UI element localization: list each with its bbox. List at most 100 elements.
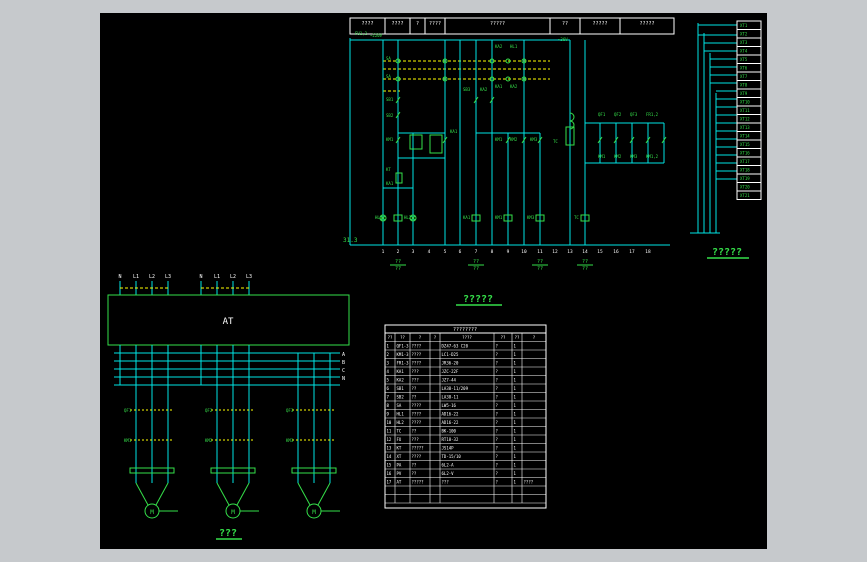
terminal-cell: XT16 [740, 151, 750, 156]
bus-label: L2 [230, 274, 236, 280]
bus-label: L2 [149, 274, 155, 280]
fr-relay [129, 467, 175, 474]
busbar-label: A [342, 352, 345, 358]
control-column-number: 2 [397, 249, 400, 255]
bom-cell: HL2 [397, 420, 405, 425]
bom-cell: ? [496, 395, 499, 400]
bom-cell: JZC-22F [442, 369, 459, 374]
bom-cell: 1 [514, 480, 517, 485]
svg-text:FU1,2: FU1,2 [355, 31, 368, 36]
svg-text:KM1,2: KM1,2 [646, 154, 659, 159]
bom-cell: 1 [514, 463, 517, 468]
at-box [107, 294, 350, 346]
svg-text:SB1: SB1 [386, 97, 394, 102]
svg-text:KM3: KM3 [527, 215, 535, 220]
terminal-cell: XT15 [740, 142, 750, 147]
drawing-sheet: ?????????????????????????????? 31.3 [100, 13, 767, 549]
bom-cell: 2 [387, 352, 390, 357]
header-cell: ???? [361, 21, 373, 27]
terminal-cell: XT14 [740, 134, 750, 139]
bom-cell: BK-100 [442, 429, 457, 434]
bom-cell: 8 [387, 403, 390, 408]
header-cell: ????? [592, 21, 607, 27]
control-circuit-title: ????? [463, 294, 493, 305]
terminal-cell: XT7 [740, 74, 748, 79]
bom-cell: LA38-11/209 [442, 386, 469, 391]
bom-header: ? [533, 335, 536, 340]
control-column-number: 4 [428, 249, 431, 255]
km-label: KM3 [286, 438, 294, 443]
bom-header: ?? [501, 335, 506, 340]
incoming-lines [119, 281, 250, 295]
terminal-cell: XT12 [740, 117, 750, 122]
bom-cell: ? [496, 344, 499, 349]
bom-cell: 1 [514, 352, 517, 357]
bom-cell: QF1-3 [397, 344, 410, 349]
control-column-number: 17 [629, 249, 635, 255]
bom-cell: AD16-22 [442, 420, 459, 425]
qf-label: QF2 [205, 408, 213, 413]
bom-header: ?? [400, 335, 405, 340]
bom-cell: LA38-11 [442, 395, 459, 400]
bom-cell: 1 [514, 446, 517, 451]
terminal-cell: XT19 [740, 176, 750, 181]
control-left-label: 31.3 [343, 237, 358, 244]
control-column-number: 13 [567, 249, 573, 255]
qf-label: QF1 [124, 408, 132, 413]
bom-cell: KA2 [397, 378, 405, 383]
control-group-label: ?? [582, 266, 588, 272]
bom-cell: SA [397, 403, 402, 408]
terminal-cell: XT18 [740, 168, 750, 173]
bom-frame [384, 324, 547, 509]
svg-text:SA: SA [386, 74, 391, 79]
bom-cell: 3 [387, 361, 390, 366]
bom-cell: 1 [514, 369, 517, 374]
main-circuit-title: ??? [219, 528, 237, 539]
svg-text:SB2: SB2 [386, 113, 394, 118]
bom-cell: ??? [412, 378, 420, 383]
bom-cell: ??? [412, 437, 420, 442]
terminal-table: XT1XT2XT3XT4XT5XT6XT7XT8XT9XT10XT11XT12X… [690, 20, 762, 259]
svg-text:KA2: KA2 [495, 44, 503, 49]
svg-text:FR1,2: FR1,2 [646, 112, 659, 117]
terminal-cell: XT9 [740, 91, 748, 96]
bom-cell: AD16-22 [442, 412, 459, 417]
terminal-cell: XT20 [740, 185, 750, 190]
svg-text:QF2: QF2 [614, 112, 622, 117]
bom-cell: ???? [412, 361, 422, 366]
bom-header: ???? [462, 335, 472, 340]
svg-text:SA: SA [386, 56, 391, 61]
bom-cell: ???? [524, 480, 534, 485]
control-group-labels: ???????????????? [390, 259, 593, 272]
svg-text:KA1: KA1 [495, 84, 503, 89]
busbar-label: N [342, 376, 345, 382]
svg-text:KM1: KM1 [598, 154, 606, 159]
terminal-cell: XT8 [740, 83, 748, 88]
bom-cell: PA [397, 463, 402, 468]
bom-cell: ???? [412, 403, 422, 408]
svg-text:HL1: HL1 [510, 44, 518, 49]
bom-cell: ??? [412, 369, 420, 374]
terminal-cell: XT11 [740, 108, 750, 113]
bom-cell: ? [496, 378, 499, 383]
km-label: KM2 [205, 438, 213, 443]
terminal-cell: XT5 [740, 57, 748, 62]
bom-cell: ? [496, 463, 499, 468]
bom-cell: ? [496, 369, 499, 374]
svg-text:HL1: HL1 [375, 215, 383, 220]
bom-cell: 14 [387, 454, 392, 459]
bom-cell: 1 [514, 471, 517, 476]
header-cell: ? [416, 21, 419, 27]
svg-text:KM3: KM3 [530, 137, 538, 142]
bom-cell: ? [496, 437, 499, 442]
control-group-label: ?? [537, 266, 543, 272]
control-header-strip [349, 17, 675, 35]
bom-cell: 1 [514, 361, 517, 366]
svg-text:~36V: ~36V [558, 37, 568, 42]
bom-cell: 1 [514, 344, 517, 349]
